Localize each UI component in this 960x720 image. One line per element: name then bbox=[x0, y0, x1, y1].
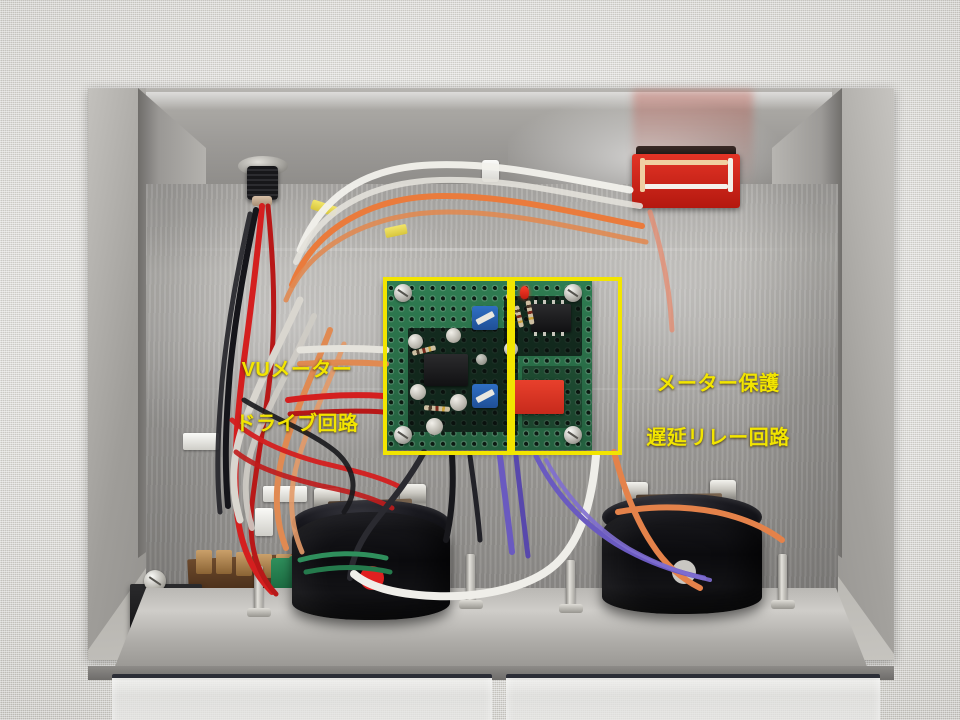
transformer-screw bbox=[144, 570, 166, 592]
mounting-bolt bbox=[566, 560, 575, 608]
capacitor bbox=[408, 334, 423, 349]
mounting-bolt bbox=[254, 566, 263, 612]
terminal-lug bbox=[196, 550, 212, 574]
trimmer-potentiometer bbox=[472, 384, 498, 408]
ic-pin bbox=[561, 332, 564, 336]
annotation-label-vu-drive: VUメーター ドライブ回路 bbox=[222, 330, 372, 438]
capacitor bbox=[476, 354, 487, 365]
ic-pin bbox=[543, 332, 546, 336]
annotation-label-meter-protect-line2: 遅延リレー回路 bbox=[646, 427, 790, 449]
capacitor bbox=[426, 418, 443, 435]
chassis-left-wall bbox=[88, 88, 146, 650]
annotation-label-vu-drive-line1: VUメーター bbox=[241, 359, 353, 381]
ic-pin bbox=[534, 332, 537, 336]
wire-tie bbox=[263, 486, 307, 502]
terminal-bar-lower bbox=[644, 184, 728, 189]
meter-color-dot bbox=[360, 566, 384, 590]
terminal-lug bbox=[216, 550, 232, 574]
ic-pin bbox=[552, 332, 555, 336]
trimmer-potentiometer bbox=[472, 306, 498, 330]
cable-clamp bbox=[482, 160, 499, 182]
annotation-box-meter-protect bbox=[511, 277, 622, 455]
jack-body bbox=[247, 166, 278, 200]
capacitor bbox=[446, 328, 461, 343]
front-panel-left bbox=[112, 674, 492, 720]
terminal-post-right bbox=[728, 158, 733, 192]
mounting-bolt-base bbox=[771, 600, 795, 609]
terminal-post-left bbox=[640, 158, 645, 192]
front-panel-right bbox=[506, 674, 880, 720]
chassis-right-wall bbox=[832, 88, 894, 654]
mounting-bolt bbox=[778, 554, 787, 604]
terminal-lug bbox=[236, 552, 252, 576]
annotation-label-meter-protect: メーター保護 遅延リレー回路 bbox=[628, 344, 808, 452]
annotation-box-vu-drive bbox=[383, 277, 511, 455]
terminal-bar-upper bbox=[644, 160, 728, 165]
capacitor bbox=[410, 384, 426, 400]
annotation-label-vu-drive-line2: ドライブ回路 bbox=[235, 413, 359, 435]
jack-solder-lug bbox=[252, 196, 272, 206]
mounting-bolt-base bbox=[559, 604, 583, 613]
wire-connector bbox=[183, 433, 219, 450]
mounting-bolt bbox=[466, 554, 475, 604]
mounting-bolt-base bbox=[459, 600, 483, 609]
pcb-mount-screw bbox=[564, 426, 582, 444]
op-amp-ic bbox=[424, 354, 468, 386]
annotation-label-meter-protect-line1: メーター保護 bbox=[656, 373, 780, 395]
capacitor bbox=[450, 394, 467, 411]
floor-streak bbox=[158, 248, 818, 251]
wire-clip bbox=[255, 508, 273, 536]
meter-color-dot bbox=[672, 560, 696, 584]
panel-jack bbox=[238, 156, 288, 208]
delay-relay bbox=[510, 380, 564, 414]
mounting-bolt-base bbox=[247, 608, 271, 617]
